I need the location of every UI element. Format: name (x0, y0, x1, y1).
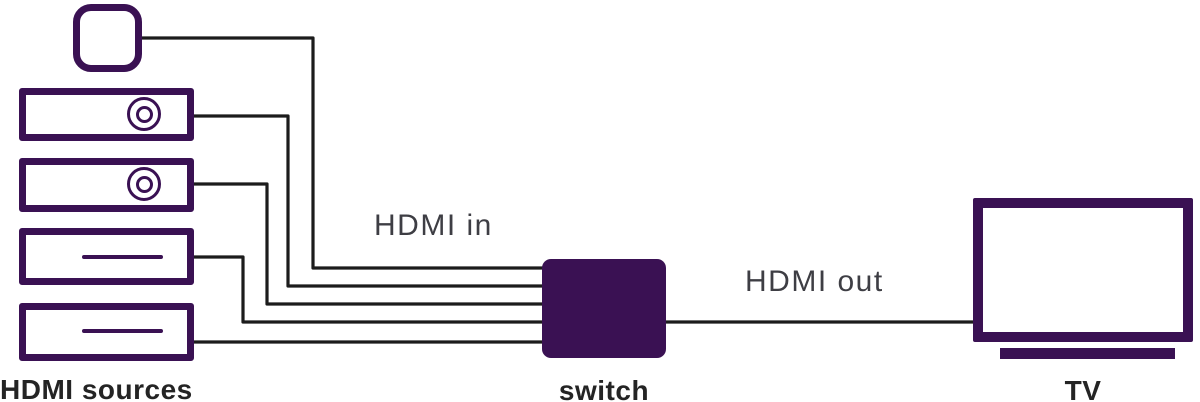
media-slot-icon (82, 255, 163, 259)
disc-icon (127, 97, 161, 131)
streaming-box-icon (73, 4, 142, 72)
disc-player-icon (19, 158, 194, 212)
disc-hub-icon (135, 105, 153, 123)
media-slot-icon (82, 329, 163, 333)
switch-caption: switch (558, 375, 650, 402)
disc-icon (127, 167, 161, 201)
media-player-icon (19, 228, 194, 285)
tv-icon (973, 198, 1193, 342)
switch-box (542, 259, 666, 358)
hdmi-in-cable-1 (142, 36, 545, 270)
hdmi-in-cable-4 (193, 255, 545, 324)
hdmi-in-cable-3 (193, 182, 545, 306)
hdmi-sources-caption: HDMI sources (0, 374, 193, 402)
tv-stand-icon (1000, 348, 1175, 359)
disc-player-icon (19, 88, 194, 141)
disc-hub-icon (135, 175, 153, 193)
hdmi-in-label: HDMI in (374, 209, 493, 242)
hdmi-in-cable-2 (193, 114, 545, 288)
tv-caption: TV (1064, 375, 1102, 402)
hdmi-out-label: HDMI out (745, 265, 884, 298)
